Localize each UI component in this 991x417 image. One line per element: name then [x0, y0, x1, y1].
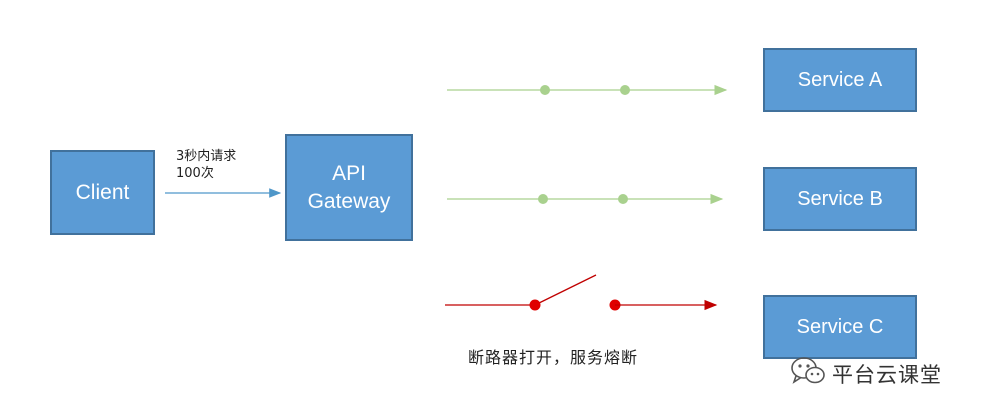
- watermark: 平台云课堂: [790, 356, 942, 391]
- wechat-icon: [790, 356, 826, 391]
- route-service-a-node-1: [540, 85, 550, 95]
- service-c-label: Service C: [796, 315, 884, 338]
- service-a-box: Service A: [763, 48, 917, 112]
- client-label: Client: [75, 180, 130, 204]
- route-service-a-node-2: [620, 85, 630, 95]
- breaker-caption: 断路器打开，服务熔断: [468, 348, 639, 367]
- request-note: 3秒内请求 100次: [176, 148, 236, 182]
- client-box: Client: [50, 150, 155, 235]
- service-c-box: Service C: [763, 295, 917, 359]
- route-service-b-node-1: [538, 194, 548, 204]
- request-note-line2: 100次: [176, 166, 214, 181]
- service-a-label: Service A: [797, 68, 883, 91]
- gateway-label-line2: Gateway: [307, 189, 391, 213]
- service-b-box: Service B: [763, 167, 917, 231]
- api-gateway-box: API Gateway: [285, 134, 413, 241]
- circuit-breaker-pivot-node: [529, 299, 541, 311]
- circuit-breaker-switch: [534, 274, 597, 306]
- watermark-text: 平台云课堂: [832, 362, 942, 387]
- service-b-label: Service B: [797, 187, 883, 210]
- gateway-label-line1: API: [332, 161, 366, 185]
- request-note-line1: 3秒内请求: [176, 149, 237, 164]
- route-service-b-node-2: [618, 194, 628, 204]
